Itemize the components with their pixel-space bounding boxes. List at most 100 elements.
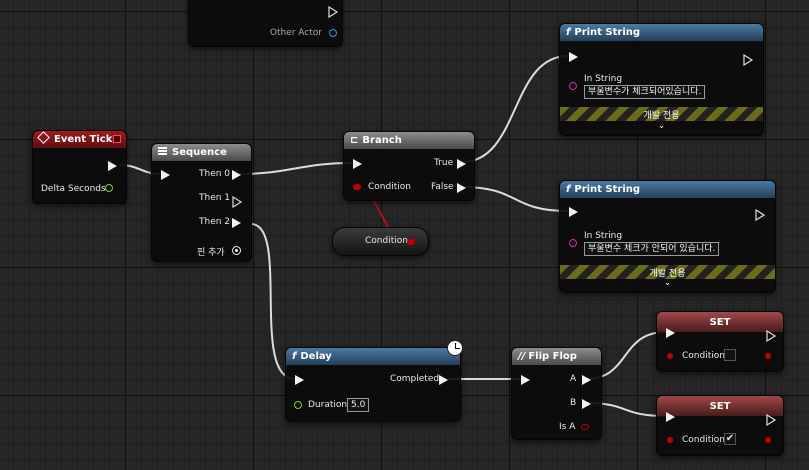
completed-label: Completed (390, 374, 440, 384)
add-pin-label[interactable]: 핀 추가 (197, 248, 225, 258)
sequence-title: Sequence (172, 147, 227, 158)
wire-true-print1 (461, 55, 569, 163)
dev-only-banner-2: 개발 전용 (560, 265, 775, 279)
set-condition-label-1: Condition (682, 351, 725, 361)
condition-out-pin[interactable] (765, 353, 771, 359)
completed-pin[interactable] (439, 375, 448, 385)
add-pin-icon[interactable] (232, 246, 241, 255)
condition-label: Condition (368, 182, 411, 192)
in-string-label-1: In String (584, 74, 623, 84)
b-pin[interactable] (582, 399, 591, 409)
set-condition-label-2: Condition (682, 435, 725, 445)
exec-in-pin[interactable] (353, 159, 362, 169)
exec-out-pin[interactable] (742, 51, 754, 67)
exec-in-pin[interactable] (295, 375, 304, 385)
event-tick-header: Event Tick (33, 131, 126, 148)
dev-only-banner-1: 개발 전용 (560, 107, 763, 121)
true-label: True (434, 158, 454, 168)
chevron-down-icon[interactable]: ⌄ (657, 121, 666, 131)
delta-seconds-pin[interactable] (105, 184, 113, 192)
condition-checkbox-2[interactable]: ✔ (724, 433, 736, 445)
chevron-down-icon[interactable]: ⌄ (663, 278, 672, 288)
exec-out-pin[interactable] (754, 206, 766, 222)
condition-pin[interactable] (353, 184, 361, 190)
then2-pin[interactable] (232, 218, 241, 228)
condition-variable-node[interactable]: Condition (332, 227, 429, 256)
then1-pin[interactable] (231, 193, 243, 209)
f-function-icon: f (292, 351, 297, 362)
in-string-input-2[interactable]: 부울변수 체크가 안되어 있습니다. (584, 242, 720, 256)
set-header-2: SET (657, 396, 783, 416)
in-string-pin-1[interactable] (569, 82, 577, 90)
set-node-1[interactable]: SET Condition (656, 311, 784, 372)
condition-in-pin[interactable] (667, 353, 673, 359)
branch-icon: ⊏ (350, 135, 359, 146)
exec-out-pin[interactable] (765, 411, 777, 427)
flipflop-icon: // (518, 351, 526, 362)
exec-out-pin[interactable] (327, 3, 339, 19)
duration-input[interactable]: 5.0 (347, 398, 370, 412)
a-pin[interactable] (582, 375, 591, 385)
condition-out-pin[interactable] (765, 437, 771, 443)
in-string-input-1[interactable]: 부울변수가 체크되어있습니다. (584, 85, 706, 99)
print-string-title-2: Print String (574, 184, 641, 195)
a-label: A (570, 374, 577, 384)
flip-flop-header: //Flip Flop (512, 348, 601, 365)
delta-seconds-label: Delta Seconds (41, 184, 106, 194)
is-a-label: Is A (559, 422, 576, 432)
flip-flop-node[interactable]: //Flip Flop A B Is A (511, 347, 602, 440)
print-string-title-1: Print String (574, 27, 641, 38)
other-actor-pin[interactable] (329, 29, 337, 37)
exec-in-pin[interactable] (569, 207, 578, 217)
f-function-icon: f (566, 27, 571, 38)
false-label: False (431, 182, 454, 192)
duration-pin[interactable] (294, 401, 302, 409)
b-label: B (570, 398, 577, 408)
delay-title: Delay (300, 351, 332, 362)
then1-label: Then 1 (199, 193, 231, 203)
then0-pin[interactable] (232, 170, 241, 180)
exec-in-pin[interactable] (666, 328, 675, 338)
set-node-2[interactable]: SET Condition ✔ (656, 395, 784, 456)
branch-node[interactable]: ⊏Branch True Condition False (343, 131, 475, 201)
dev-only-label-1: 개발 전용 (643, 111, 680, 121)
branch-title: Branch (362, 135, 402, 146)
exec-in-pin[interactable] (569, 52, 578, 62)
exec-in-pin[interactable] (521, 375, 530, 385)
exec-in-pin[interactable] (666, 412, 675, 422)
false-pin[interactable] (457, 183, 466, 193)
in-string-label-2: In String (584, 231, 623, 241)
other-actor-label: Other Actor (269, 28, 322, 38)
event-tick-node[interactable]: Event Tick Delta Seconds (32, 130, 127, 204)
condition-in-pin[interactable] (667, 437, 673, 443)
flip-flop-title: Flip Flop (528, 351, 577, 362)
event-tick-title: Event Tick (54, 134, 113, 145)
exec-out-pin[interactable] (108, 161, 117, 171)
condition-out-pin[interactable] (407, 239, 415, 245)
exec-out-pin[interactable] (765, 327, 777, 343)
condition-checkbox-1[interactable] (724, 349, 736, 361)
then0-label: Then 0 (199, 169, 231, 179)
is-a-pin[interactable] (581, 424, 589, 430)
sequence-icon (158, 147, 167, 155)
duration-label: Duration (308, 400, 348, 410)
wire-false-print2 (461, 186, 569, 212)
in-string-pin-2[interactable] (569, 239, 577, 247)
branch-header: ⊏Branch (344, 132, 474, 149)
set-header-1: SET (657, 312, 783, 332)
condition-variable-label: Condition (365, 236, 408, 246)
wire-then0-branch (238, 162, 353, 175)
event-delegate-pin[interactable] (113, 135, 121, 143)
sequence-node[interactable]: Sequence Then 0 Then 1 Then 2 핀 추가 (151, 143, 252, 262)
dev-only-label-2: 개발 전용 (649, 269, 686, 279)
true-pin[interactable] (457, 159, 466, 169)
partial-node[interactable]: Other Actor (188, 0, 343, 47)
f-function-icon: f (566, 184, 571, 195)
exec-in-pin[interactable] (161, 170, 170, 180)
